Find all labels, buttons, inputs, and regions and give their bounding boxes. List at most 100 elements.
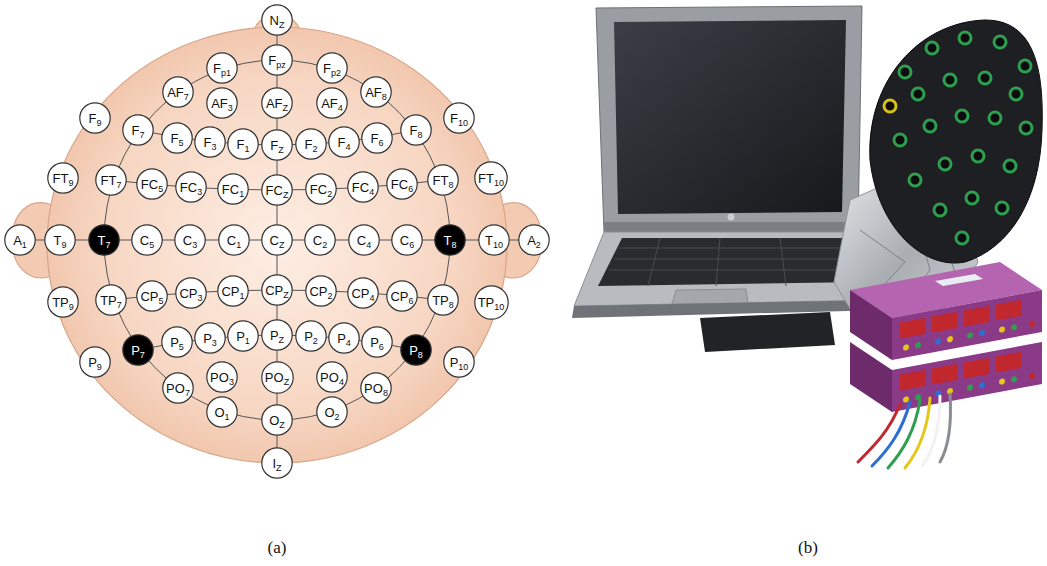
electrode: TP8 — [427, 284, 459, 316]
electrode-circle — [48, 163, 78, 193]
electrode-circle — [262, 320, 292, 350]
electrode-circle — [176, 172, 206, 202]
electrode-label: CP2 — [309, 285, 332, 298]
electrode-circle — [137, 169, 167, 199]
electrode: F2 — [295, 128, 327, 160]
electrode-label: P3 — [203, 332, 217, 345]
electrode-circle — [361, 373, 391, 403]
electrode: P8 — [400, 334, 432, 366]
electrode-label: P7 — [131, 344, 145, 357]
electrode-circle — [163, 77, 193, 107]
electrode: FT10 — [474, 161, 508, 195]
electrode-circle — [48, 287, 78, 317]
electrode-label: FT10 — [478, 172, 504, 185]
electrode: F7 — [122, 114, 154, 146]
electrode-label: F1 — [237, 138, 250, 151]
electrode: O2 — [316, 396, 348, 428]
electrode-circle — [195, 323, 225, 353]
electrode: IZ — [261, 447, 293, 479]
electrode-label: CP1 — [221, 285, 244, 298]
electrode: P4 — [328, 322, 360, 354]
electrode-circle — [123, 335, 153, 365]
electrode-label: C2 — [313, 234, 327, 247]
electrode-circle — [444, 103, 474, 133]
electrode-label: C4 — [357, 234, 371, 247]
electrode: PO3 — [206, 361, 238, 393]
electrode-label: FCZ — [266, 184, 289, 197]
amplifier-side — [850, 290, 892, 360]
laptop-logo — [728, 214, 735, 221]
electrode-circle — [207, 397, 237, 427]
electrode-circle — [262, 405, 292, 435]
electrode-label: F5 — [171, 132, 184, 145]
electrode: Fp1 — [206, 52, 238, 84]
amplifier — [850, 262, 1042, 468]
electrode-label: CPZ — [265, 284, 289, 297]
electrode-label: C3 — [183, 234, 197, 247]
electrode-label: P5 — [170, 336, 184, 349]
electrode-circle — [228, 321, 258, 351]
electrode: F9 — [79, 102, 111, 134]
electrode: A2 — [518, 224, 550, 256]
electrode-circle — [479, 225, 509, 255]
electrode-circle — [296, 321, 326, 351]
electrode: FC2 — [305, 173, 337, 205]
electrode-circle — [444, 347, 474, 377]
electrode-label: FT7 — [101, 174, 122, 187]
electrode: CP3 — [175, 277, 207, 309]
electrode: FC6 — [386, 168, 418, 200]
electrode-label: CZ — [270, 234, 285, 247]
electrode-label: AFZ — [266, 97, 288, 110]
electrode-label: P2 — [304, 330, 318, 343]
electrode: AF7 — [162, 76, 194, 108]
electrode: CP1 — [217, 275, 249, 307]
inner-circle — [104, 60, 450, 420]
electrode-circle — [262, 130, 292, 160]
electrode-circle — [218, 174, 248, 204]
electrode: TP7 — [95, 284, 127, 316]
electrode: Fp2 — [316, 52, 348, 84]
electrode-label: T9 — [54, 234, 67, 247]
electrode: C4 — [348, 224, 380, 256]
electrode-circle — [80, 103, 110, 133]
electrode-circle — [175, 225, 205, 255]
electrode-label: FC5 — [141, 178, 163, 191]
electrode: CP4 — [347, 277, 379, 309]
electrode-circle — [349, 225, 379, 255]
laptop — [572, 6, 886, 352]
electrode-circle — [218, 276, 248, 306]
electrode: T7 — [88, 224, 120, 256]
electrode-circle — [317, 88, 347, 118]
electrode-label: T10 — [485, 234, 503, 247]
electrode: P3 — [194, 322, 226, 354]
cap — [870, 20, 1042, 263]
electrode-label: FC2 — [310, 183, 332, 196]
electrode-circle — [348, 278, 378, 308]
electrode-circle — [428, 285, 458, 315]
electrode-circle — [435, 225, 465, 255]
electrode-circle — [306, 174, 336, 204]
electrode-label: FZ — [270, 139, 283, 152]
electrode-label: P9 — [88, 356, 102, 369]
electrode-circle — [305, 225, 335, 255]
electrode-circle — [296, 129, 326, 159]
electrode-label: F9 — [89, 112, 102, 125]
electrode: C2 — [304, 224, 336, 256]
electrode-circle — [262, 275, 292, 305]
electrode: F4 — [328, 126, 360, 158]
electrode: CP5 — [136, 280, 168, 312]
electrode-label: TP7 — [100, 294, 122, 307]
laptop-lid — [596, 6, 862, 232]
electrode-circle — [306, 276, 336, 306]
electrode-label: FC3 — [180, 181, 202, 194]
key-rows — [609, 238, 862, 286]
amplifier-label-plate — [935, 274, 983, 286]
electrode: NZ — [261, 4, 293, 36]
panel-label: (a) — [268, 538, 287, 558]
electrode: O1 — [206, 396, 238, 428]
electrode: F10 — [443, 102, 475, 134]
electrode-label: TP10 — [478, 296, 505, 309]
electrode-circle — [262, 448, 292, 478]
electrode-circle — [329, 127, 359, 157]
electrode: T8 — [434, 224, 466, 256]
